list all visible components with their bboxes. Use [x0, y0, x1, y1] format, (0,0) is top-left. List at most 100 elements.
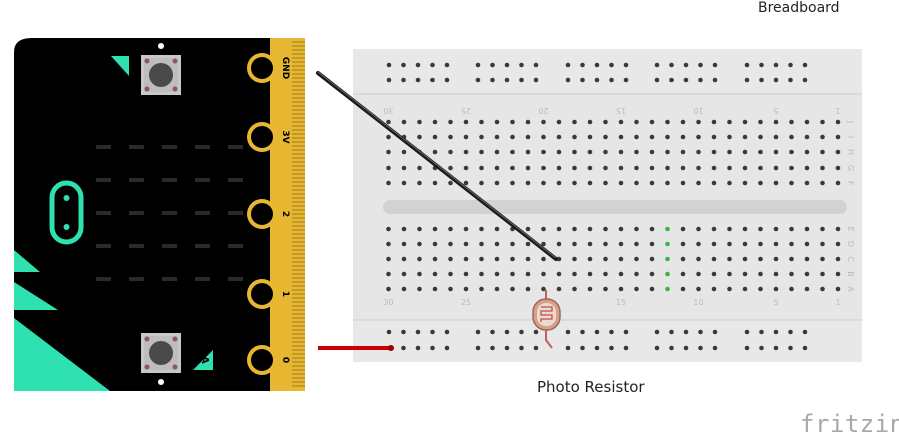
breadboard-hole: [665, 286, 670, 292]
power-rail-hole: [490, 329, 495, 335]
breadboard-hole: [432, 271, 438, 277]
breadboard-hole: [525, 286, 531, 292]
button-a-letter: A: [199, 356, 210, 364]
column-number-bottom: 25: [461, 298, 471, 307]
breadboard-hole: [680, 165, 686, 171]
power-rail-hole: [444, 77, 450, 83]
breadboard-hole: [417, 286, 422, 292]
breadboard-hole: [696, 180, 701, 186]
breadboard-hole: [820, 286, 825, 292]
column-number-top: 5: [773, 106, 778, 115]
power-rail-hole: [802, 345, 808, 351]
breadboard-hole: [494, 119, 500, 125]
breadboard-hole: [649, 256, 655, 262]
pin-3v[interactable]: 3V: [247, 122, 290, 152]
pin-2[interactable]: 2: [247, 199, 290, 229]
breadboard-hole: [494, 165, 500, 171]
breadboard-hole: [711, 119, 717, 125]
power-rail-hole: [712, 329, 718, 335]
breadboard-hole: [572, 180, 577, 186]
breadboard-hole: [742, 286, 748, 292]
power-rail-hole: [712, 77, 718, 83]
breadboard-hole: [463, 226, 469, 232]
black-wire-highlight: [317, 71, 557, 259]
led: [96, 178, 111, 182]
breadboard-hole: [525, 149, 531, 155]
power-rail-hole: [533, 329, 539, 335]
breadboard-hole: [572, 165, 577, 171]
breadboard-hole: [618, 271, 624, 277]
breadboard-hole: [541, 180, 546, 186]
column-number-bottom: 10: [693, 298, 703, 307]
power-rail-bottom: [353, 320, 862, 362]
power-rail-hole: [683, 345, 689, 351]
power-rail-hole: [580, 345, 585, 351]
pin-label: GND: [280, 57, 290, 79]
breadboard-hole: [556, 149, 562, 155]
power-rail-hole: [802, 62, 808, 68]
breadboard-hole: [401, 226, 407, 232]
button-b-letter: B: [110, 68, 121, 76]
breadboard-hole: [603, 149, 608, 155]
breadboard-hole: [587, 226, 593, 232]
breadboard-hole: [448, 241, 453, 247]
breadboard-hole: [479, 165, 484, 171]
breadboard-hole: [835, 149, 841, 155]
breadboard-hole: [758, 256, 763, 262]
led: [96, 277, 111, 281]
breadboard-hole: [680, 134, 686, 140]
power-rail-hole: [698, 62, 703, 68]
power-rail-hole: [401, 345, 406, 351]
breadboard-hole: [634, 180, 639, 186]
breadboard-hole: [680, 241, 686, 247]
breadboard-hole: [696, 134, 701, 140]
breadboard-hole: [401, 286, 407, 292]
power-rail-hole: [594, 345, 600, 351]
breadboard-hole: [727, 165, 732, 171]
breadboard-hole: [665, 165, 670, 171]
power-rail-hole: [759, 345, 764, 351]
breadboard-hole: [680, 286, 686, 292]
breadboard-hole: [556, 256, 562, 262]
power-rail-hole: [669, 77, 674, 83]
power-rail-hole: [623, 345, 629, 351]
breadboard-hole: [696, 286, 701, 292]
microbit-body: [14, 38, 305, 391]
breadboard-hole: [386, 286, 391, 292]
button-a[interactable]: [141, 333, 181, 373]
power-rail-hole: [533, 77, 539, 83]
edge-pins: GND 3V 2 1 0: [247, 53, 290, 375]
breadboard-hole: [479, 286, 484, 292]
power-rail-hole: [802, 77, 808, 83]
breadboard-hole: [525, 180, 531, 186]
photo-resistor-label: Photo Resistor: [537, 378, 645, 396]
breadboard-hole: [773, 271, 779, 277]
breadboard-hole: [649, 241, 655, 247]
breadboard-hole: [556, 119, 562, 125]
pin-gnd[interactable]: GND: [247, 53, 290, 83]
power-rail-hole: [594, 77, 600, 83]
breadboard-hole: [618, 119, 624, 125]
row-letter: C: [846, 256, 855, 262]
pin-0[interactable]: 0: [247, 345, 290, 375]
breadboard-hole: [773, 134, 779, 140]
breadboard-hole: [401, 149, 407, 155]
power-rail-hole: [802, 329, 808, 335]
breadboard-hole: [649, 119, 655, 125]
power-rail-hole: [698, 345, 703, 351]
breadboard-hole: [835, 226, 841, 232]
breadboard-hole: [510, 256, 515, 262]
breadboard-hole: [463, 134, 469, 140]
power-rail-hole: [504, 329, 510, 335]
breadboard-hole: [804, 256, 810, 262]
breadboard-hole: [386, 226, 391, 232]
breadboard-hole: [680, 119, 686, 125]
pin-1[interactable]: 1: [247, 279, 290, 309]
breadboard-hole: [479, 241, 484, 247]
center-channel: [383, 200, 847, 214]
button-b[interactable]: [141, 55, 181, 95]
breadboard-hole: [463, 256, 469, 262]
breadboard-hole: [417, 241, 422, 247]
breadboard-hole: [742, 256, 748, 262]
breadboard-hole: [696, 119, 701, 125]
